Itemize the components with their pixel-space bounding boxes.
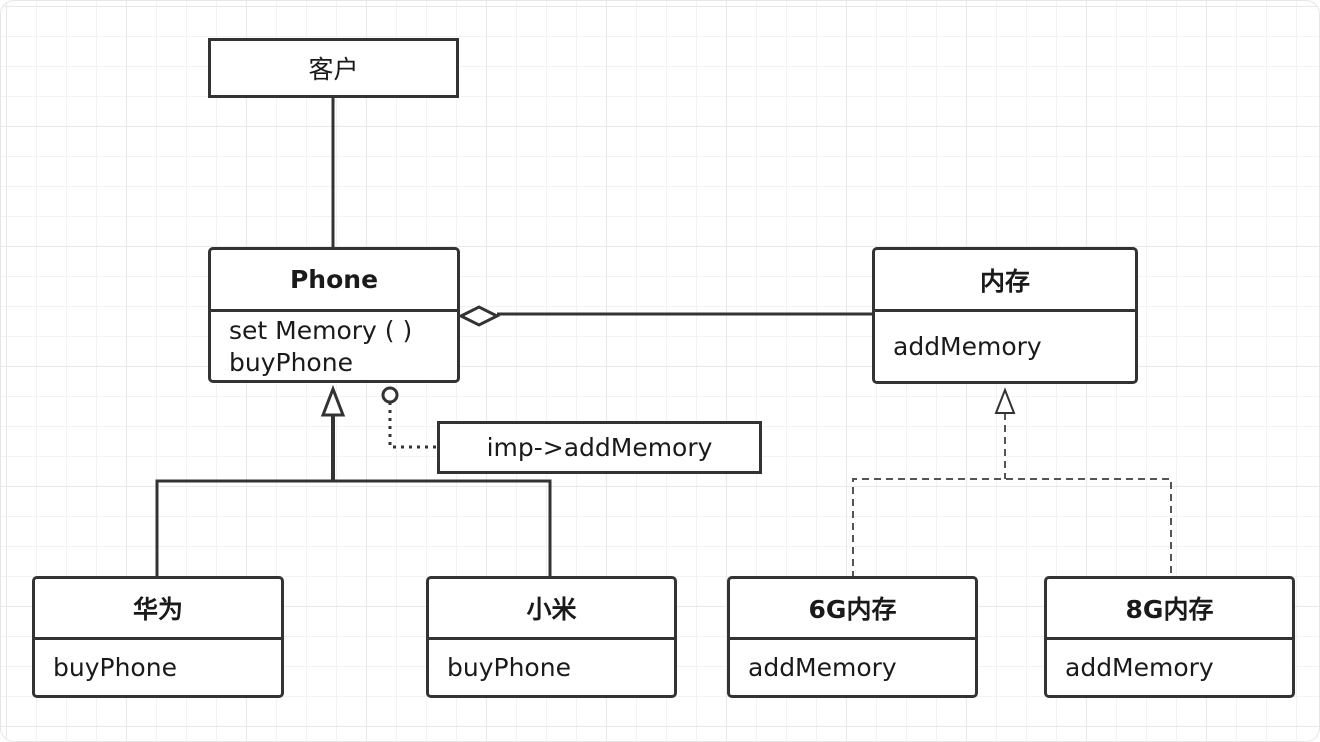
note-text: imp->addMemory (486, 433, 713, 462)
note-anchor-circle (381, 386, 399, 404)
implementation-note: imp->addMemory (437, 421, 762, 474)
huawei-class: 华为 buyPhone (32, 576, 284, 698)
phone-class: Phone set Memory ( ) buyPhone (208, 247, 460, 383)
memory-6g-method-addmemory: addMemory (748, 652, 897, 682)
xiaomi-class-methods: buyPhone (429, 640, 674, 695)
phone-inheritance-branches (155, 479, 552, 578)
phone-method-set-memory: set Memory ( ) (229, 316, 413, 345)
memory-6g-class: 6G内存 addMemory (727, 576, 978, 698)
huawei-class-title: 华为 (35, 579, 281, 640)
memory-8g-method-addmemory: addMemory (1065, 652, 1214, 682)
phone-title-text: Phone (289, 265, 379, 294)
xiaomi-method-buyphone: buyPhone (447, 652, 571, 682)
phone-class-title: Phone (211, 250, 457, 312)
xiaomi-class: 小米 buyPhone (426, 576, 677, 698)
memory-6g-class-title: 6G内存 (730, 579, 975, 640)
huawei-class-methods: buyPhone (35, 640, 281, 695)
huawei-title-text: 华为 (132, 595, 183, 624)
memory-8g-class-methods: addMemory (1047, 640, 1292, 695)
memory-realization-branches (852, 478, 1172, 578)
memory-8g-class: 8G内存 addMemory (1044, 576, 1295, 698)
inheritance-arrowhead (320, 384, 346, 417)
xiaomi-class-title: 小米 (429, 579, 674, 640)
huawei-method-buyphone: buyPhone (53, 652, 177, 682)
memory-class: 内存 addMemory (872, 247, 1138, 384)
client-box: 客户 (208, 38, 459, 98)
client-label: 客户 (308, 55, 359, 84)
phone-method-buyphone: buyPhone (229, 348, 353, 377)
memory-class-methods: addMemory (875, 312, 1135, 381)
memory-6g-class-methods: addMemory (730, 640, 975, 695)
memory-6g-title-text: 6G内存 (808, 595, 897, 624)
note-dotted-link (388, 402, 438, 449)
xiaomi-title-text: 小米 (526, 595, 577, 624)
memory-title-text: 内存 (979, 266, 1030, 296)
memory-8g-title-text: 8G内存 (1125, 595, 1214, 624)
aggregation-diamond (457, 305, 501, 327)
memory-8g-class-title: 8G内存 (1047, 579, 1292, 640)
memory-class-title: 内存 (875, 250, 1135, 312)
phone-class-methods: set Memory ( ) buyPhone (211, 312, 457, 380)
realization-arrowhead (994, 387, 1016, 414)
memory-method-addmemory: addMemory (893, 331, 1042, 361)
